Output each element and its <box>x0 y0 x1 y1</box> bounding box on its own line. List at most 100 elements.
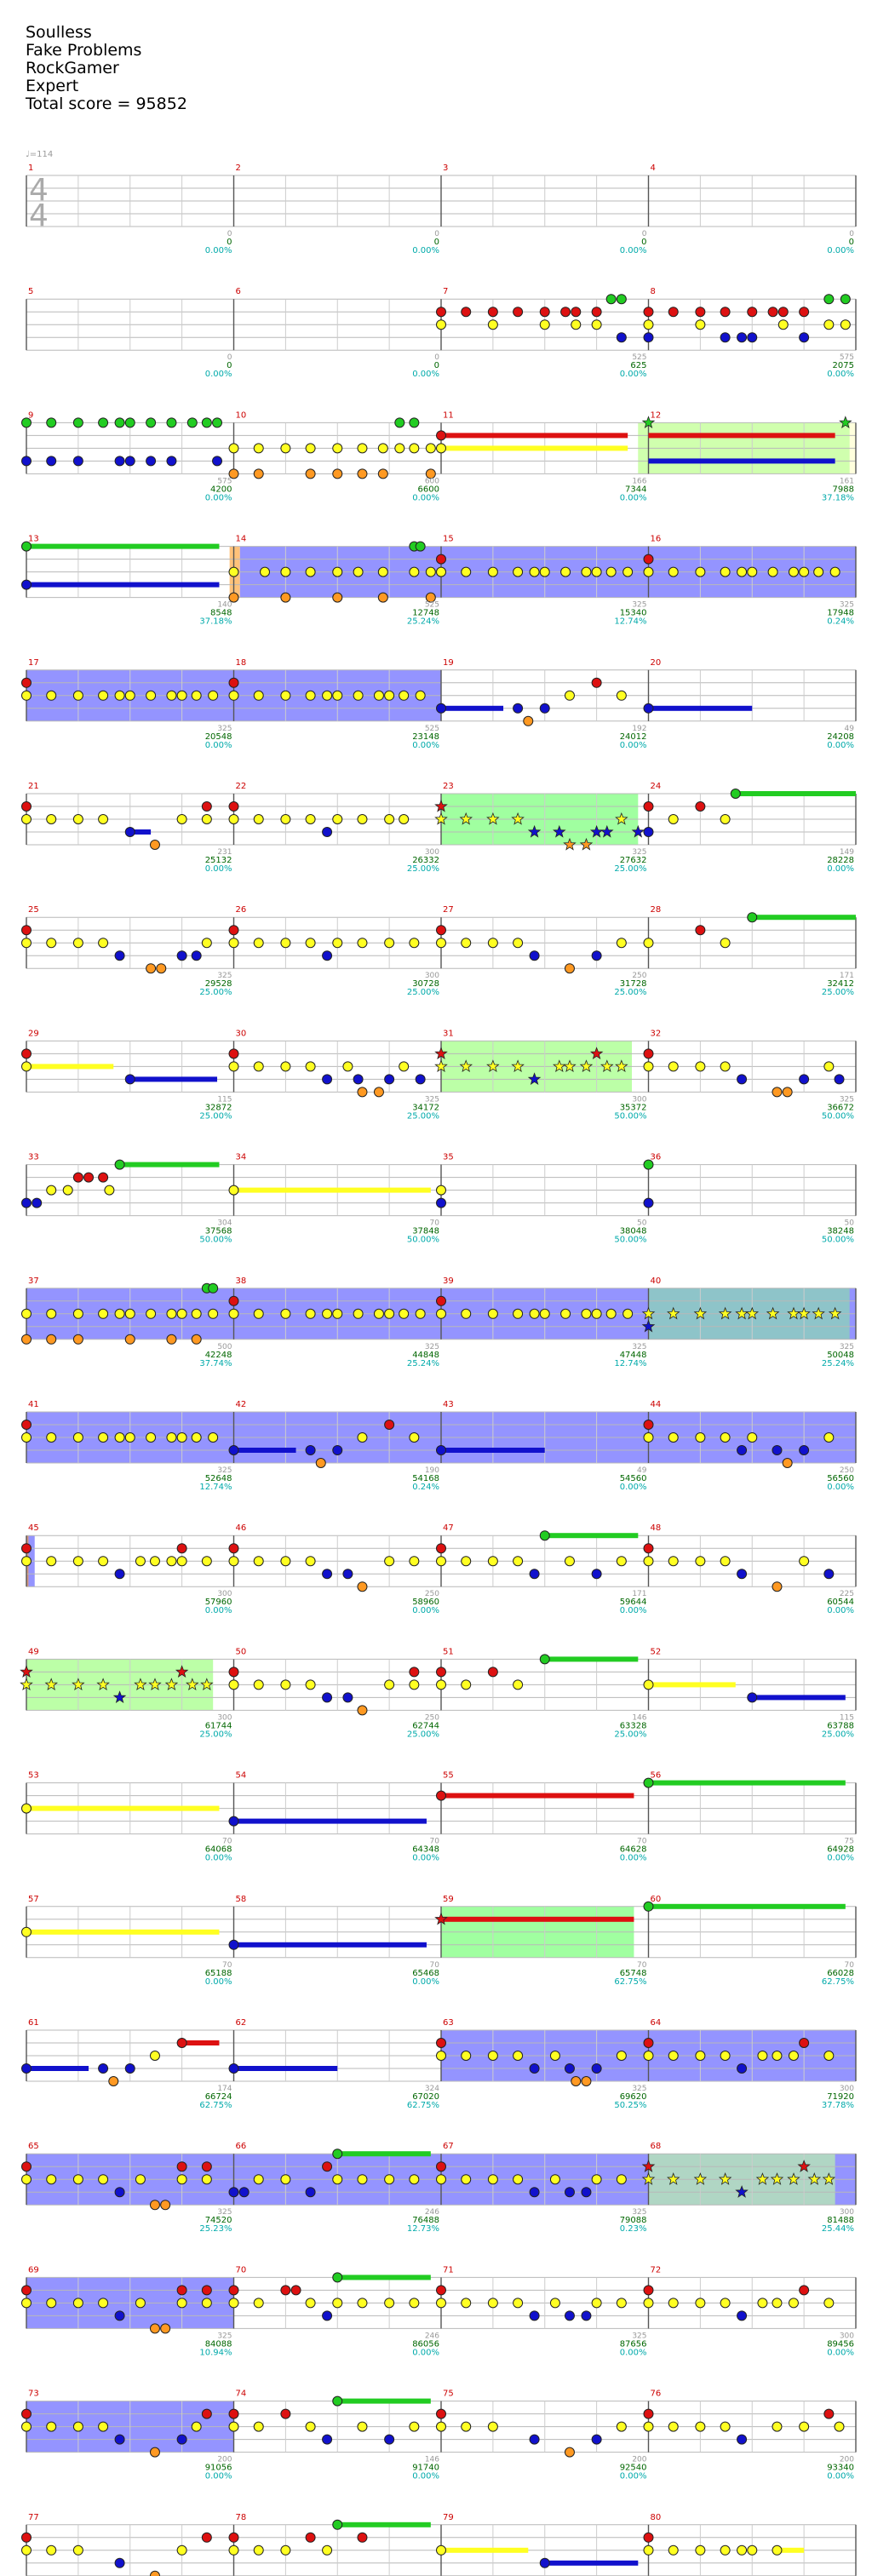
note-gem <box>191 1334 202 1345</box>
star-note <box>20 1678 33 1691</box>
measure-number: 57 <box>28 1895 39 1904</box>
note-gem <box>228 677 239 688</box>
note-gem <box>799 2038 810 2048</box>
measure-number: 3 <box>443 164 448 173</box>
sp-percent: 0.00% <box>620 2472 647 2481</box>
note-gem <box>280 2408 291 2419</box>
note-gem <box>605 294 617 305</box>
sp-percent: 37.74% <box>199 1359 232 1368</box>
note-gem <box>409 2421 420 2432</box>
measure-score: 38248 <box>827 1227 854 1236</box>
note-gem <box>46 456 57 467</box>
note-gem <box>21 1803 32 1814</box>
sp-percent: 0.00% <box>412 1606 439 1615</box>
measure-score: 64628 <box>620 1845 647 1855</box>
note-count: 146 <box>425 2456 439 2464</box>
note-gem <box>425 468 436 479</box>
note-count: 0 <box>642 230 647 238</box>
note-gem <box>201 2161 212 2172</box>
note-count: 49 <box>637 1466 647 1475</box>
measure-score: 2075 <box>833 361 854 370</box>
sp-percent: 25.00% <box>614 864 646 874</box>
note-gem <box>280 566 291 577</box>
star-note <box>615 812 628 825</box>
note-gem <box>21 690 32 701</box>
measure-number: 26 <box>236 905 247 915</box>
note-gem <box>695 925 706 936</box>
star-note <box>527 1072 542 1086</box>
measure-number: 17 <box>28 658 39 668</box>
note-gem <box>747 1432 758 1443</box>
note-gem <box>305 1445 316 1455</box>
note-gem <box>581 566 592 577</box>
sp-percent: 12.73% <box>407 2224 439 2234</box>
measure-number: 75 <box>443 2390 454 2399</box>
note-count: 231 <box>217 848 232 857</box>
note-gem <box>146 1432 157 1443</box>
star-note <box>797 1306 811 1320</box>
note-count: 500 <box>217 1343 232 1351</box>
sp-percent: 0.00% <box>205 1854 232 1863</box>
note-gem <box>394 443 405 454</box>
measure-number: 27 <box>443 905 454 915</box>
sustain-bar <box>26 543 220 549</box>
note-gem <box>305 1679 316 1690</box>
note-gem <box>788 2051 799 2061</box>
note-count: 149 <box>840 848 854 857</box>
sp-percent: 0.00% <box>620 246 647 255</box>
sp-percent: 0.00% <box>205 1977 232 1987</box>
measure-score: 0 <box>849 238 854 247</box>
note-count: 50 <box>637 1219 647 1228</box>
measure-number: 33 <box>28 1153 39 1162</box>
star-note <box>200 1678 214 1691</box>
note-gem <box>357 2421 368 2432</box>
note-gem <box>622 566 634 577</box>
measure-number: 37 <box>28 1277 39 1286</box>
star-note <box>434 1912 448 1925</box>
note-gem <box>280 1308 291 1319</box>
note-gem <box>72 2421 83 2432</box>
note-gem <box>176 2434 187 2445</box>
measure-score: 65188 <box>205 1969 232 1978</box>
sp-percent: 0.00% <box>620 741 647 750</box>
note-gem <box>72 417 83 428</box>
note-gem <box>581 2076 592 2086</box>
note-count: 0 <box>849 230 854 238</box>
note-gem <box>643 801 654 812</box>
note-gem <box>305 1308 316 1319</box>
note-gem <box>695 2544 706 2556</box>
note-gem <box>487 2421 498 2432</box>
note-count: 300 <box>840 2085 854 2093</box>
note-gem <box>622 1308 634 1319</box>
note-count: 70 <box>845 1961 855 1970</box>
note-count: 325 <box>840 601 854 610</box>
note-gem <box>357 2532 368 2543</box>
note-gem <box>21 2544 32 2556</box>
note-gem <box>146 456 157 467</box>
note-gem <box>191 2421 202 2432</box>
measure-number: 49 <box>28 1647 39 1656</box>
note-gem <box>72 2298 83 2309</box>
note-count: 192 <box>632 725 646 733</box>
note-count: 0 <box>227 353 232 362</box>
note-gem <box>668 2544 679 2556</box>
note-gem <box>643 319 654 330</box>
note-gem <box>616 294 627 305</box>
star-note <box>693 2172 708 2185</box>
note-gem <box>228 2532 239 2543</box>
note-gem <box>668 2298 679 2309</box>
note-gem <box>332 2272 343 2283</box>
note-gem <box>280 443 291 454</box>
note-gem <box>373 1087 384 1098</box>
note-gem <box>280 592 291 603</box>
note-gem <box>228 2298 239 2309</box>
note-gem <box>253 1556 264 1567</box>
note-gem <box>643 2298 654 2309</box>
sustain-bar <box>648 705 753 711</box>
sp-percent: 50.00% <box>822 1236 854 1245</box>
note-gem <box>643 1048 654 1059</box>
note-count: 246 <box>425 2208 439 2217</box>
note-gem <box>21 1543 32 1554</box>
sp-percent: 50.00% <box>614 1236 646 1245</box>
measure-score: 56560 <box>827 1474 854 1483</box>
